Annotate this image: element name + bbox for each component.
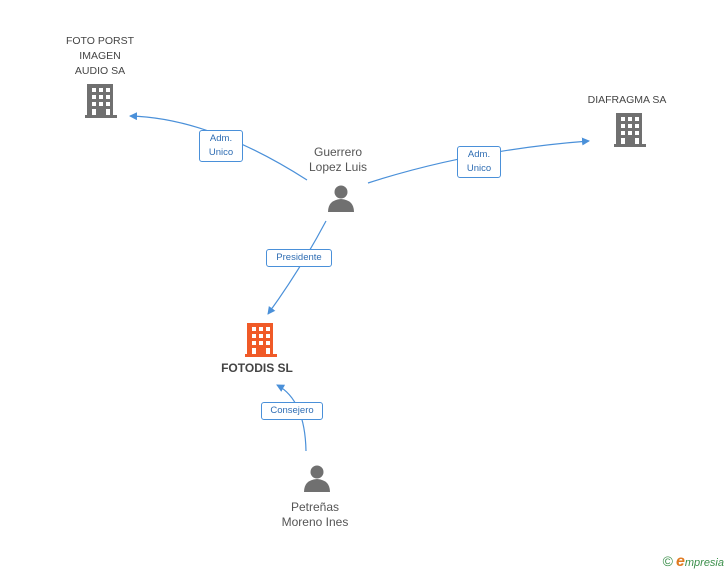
company-name-foto-porst[interactable]: FOTO PORST IMAGEN AUDIO SA — [65, 35, 135, 77]
company-name-diafragma[interactable]: DIAFRAGMA SA — [587, 94, 667, 106]
edge-label-presidente: Presidente — [266, 249, 332, 267]
edge-label-adm-unico: Adm. Unico — [199, 130, 243, 162]
edge-label-consejero: Consejero — [261, 402, 323, 420]
person-name-guerrero[interactable]: Guerrero Lopez Luis — [308, 145, 368, 174]
building-icon[interactable] — [245, 323, 277, 357]
building-icon[interactable] — [85, 84, 117, 118]
brand-name: mpresia — [684, 557, 724, 569]
person-name-petrenas[interactable]: Petreñas Moreno Ines — [281, 500, 349, 529]
edge-label-adm-unico: Adm. Unico — [457, 146, 501, 178]
person-icon[interactable] — [328, 185, 354, 213]
company-name-fotodis[interactable]: FOTODIS SL — [221, 361, 293, 375]
person-icon[interactable] — [304, 465, 330, 493]
copyright-icon: © — [662, 553, 673, 569]
brand-footer[interactable]: ©empresia — [663, 553, 724, 571]
building-icon[interactable] — [614, 113, 646, 147]
edge-guerrero-to-fotodis — [267, 220, 327, 315]
brand-logo-e: e — [675, 553, 685, 570]
